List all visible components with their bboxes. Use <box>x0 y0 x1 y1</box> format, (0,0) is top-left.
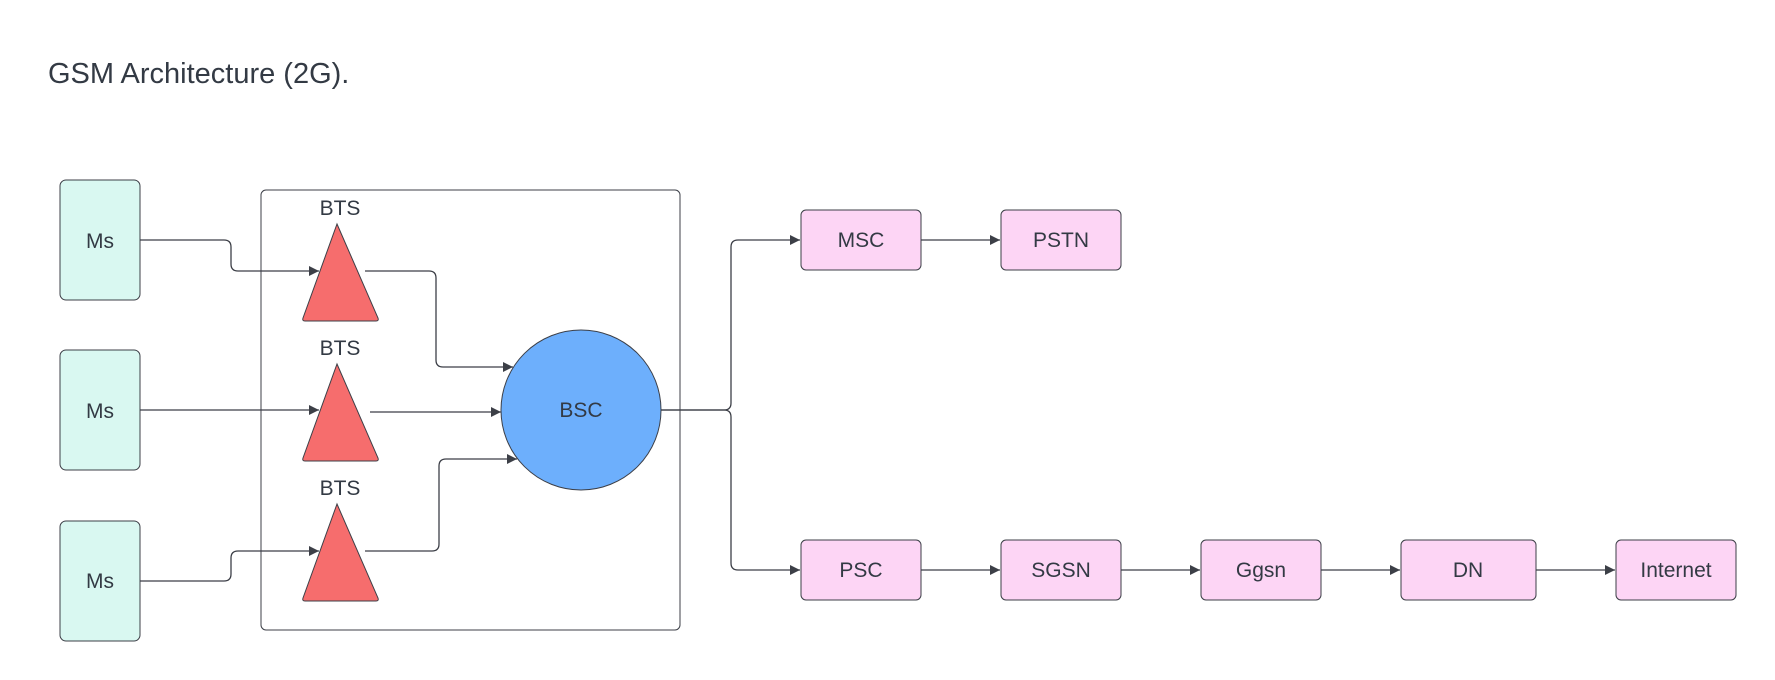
edge-bsc-psc <box>661 409 800 575</box>
dn-node[interactable]: DN <box>1400 539 1537 601</box>
connectors <box>140 235 1615 582</box>
edge-ms3-bts3 <box>140 546 319 582</box>
edge-bts3-bsc <box>365 454 517 552</box>
pstn-label: PSTN <box>1033 229 1089 252</box>
psc-node[interactable]: PSC <box>800 539 922 601</box>
ms-node[interactable]: Ms <box>59 179 141 301</box>
edge-ms1-bts1 <box>140 239 319 276</box>
ms-label: Ms <box>86 570 114 593</box>
ms-label: Ms <box>86 400 114 423</box>
bts-node[interactable]: BTS <box>302 197 379 322</box>
ms-node[interactable]: Ms <box>59 349 141 471</box>
pstn-node[interactable]: PSTN <box>1000 209 1122 271</box>
bts-label: BTS <box>320 197 361 220</box>
psc-label: PSC <box>839 559 882 582</box>
edge-bts1-bsc <box>365 270 513 372</box>
sgsn-node[interactable]: SGSN <box>1000 539 1122 601</box>
ms-node[interactable]: Ms <box>59 520 141 642</box>
internet-node[interactable]: Internet <box>1615 539 1737 601</box>
sgsn-label: SGSN <box>1031 559 1091 582</box>
bts-label: BTS <box>320 337 361 360</box>
internet-label: Internet <box>1640 559 1711 582</box>
bts-label: BTS <box>320 477 361 500</box>
msc-label: MSC <box>838 229 885 252</box>
bts-node[interactable]: BTS <box>302 477 379 602</box>
edge-bsc-msc <box>661 235 800 411</box>
bsc-node[interactable]: BSC <box>500 329 662 491</box>
bts-node[interactable]: BTS <box>302 337 379 462</box>
bsc-label: BSC <box>559 399 602 422</box>
msc-node[interactable]: MSC <box>800 209 922 271</box>
diagram-title: GSM Architecture (2G). <box>48 58 350 90</box>
ggsn-label: Ggsn <box>1236 559 1286 582</box>
ggsn-node[interactable]: Ggsn <box>1200 539 1322 601</box>
ms-label: Ms <box>86 230 114 253</box>
dn-label: DN <box>1453 559 1483 582</box>
